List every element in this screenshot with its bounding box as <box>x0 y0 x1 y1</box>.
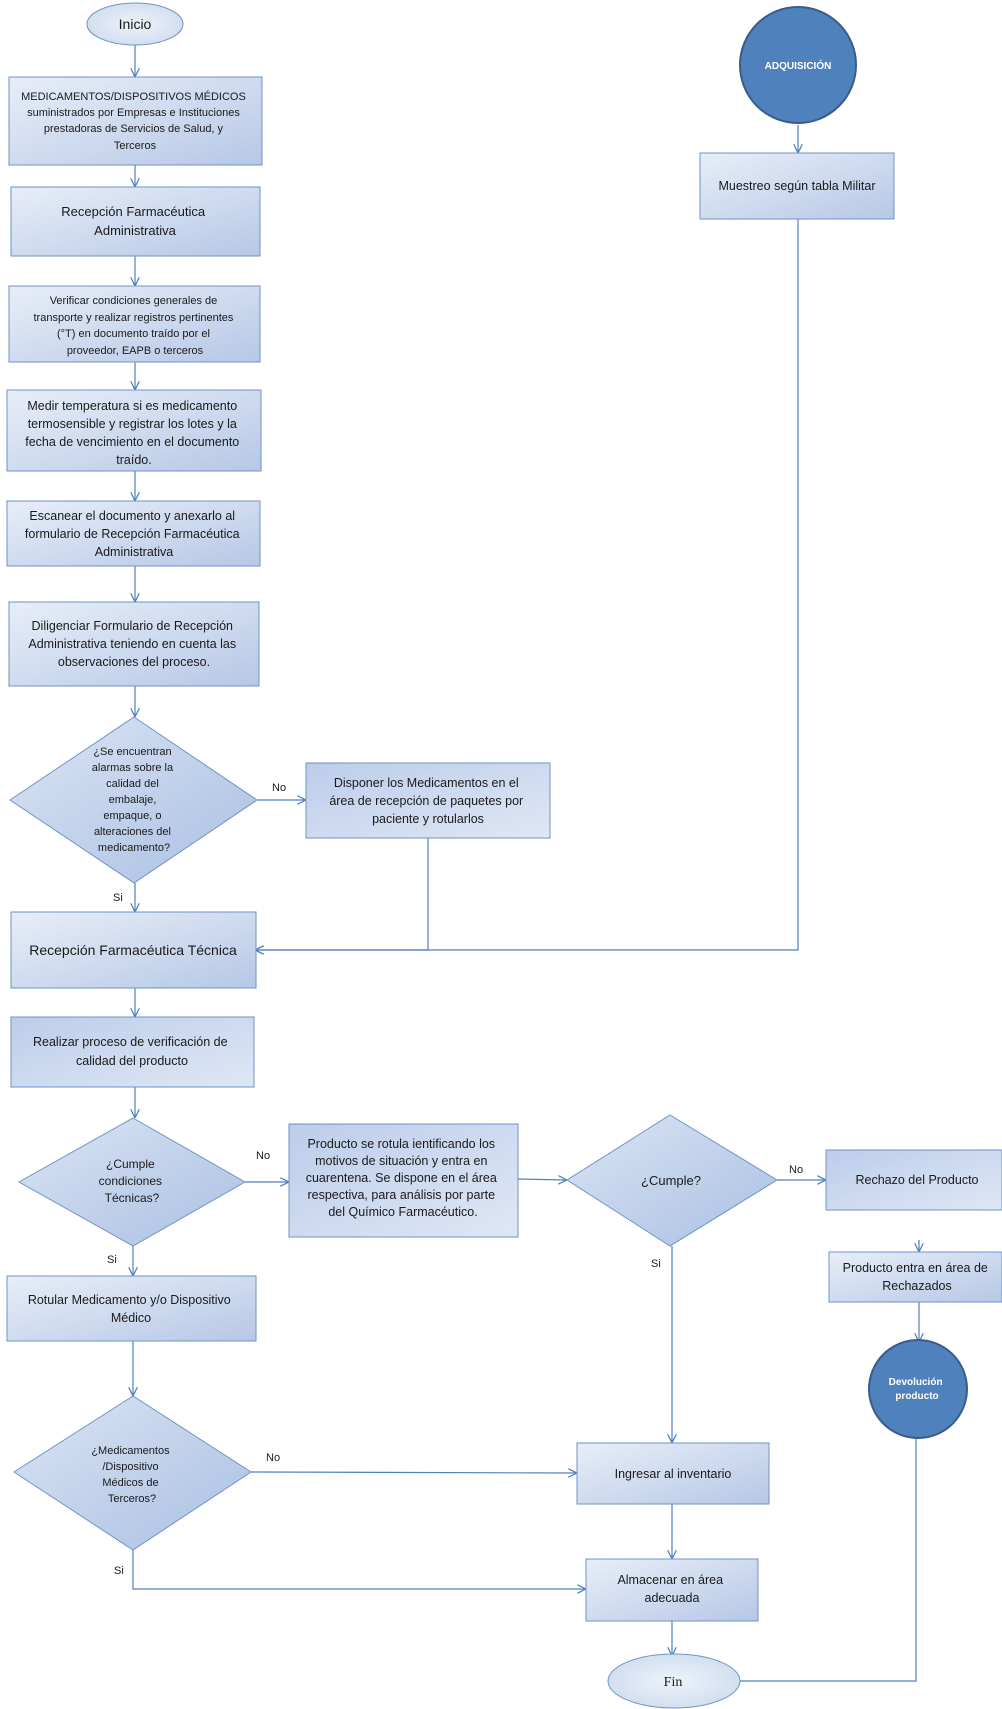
process-box-rechazo-producto[interactable] <box>825 1149 1002 1211</box>
shapes <box>6 2 1002 1709</box>
node-labels: Inicio MEDICAMENTOS/DISPOSITIVOS MÉDICOS… <box>21 16 992 1690</box>
process-box-cuarentena[interactable] <box>288 1123 519 1238</box>
label-d1-no: No <box>272 782 286 794</box>
process-box-almacenar[interactable] <box>585 1558 759 1622</box>
label-d3-si: Si <box>651 1258 661 1270</box>
label-d1-si: Si <box>113 892 123 904</box>
label-inicio: Inicio <box>119 16 152 32</box>
label-medir-temperatura: Medir temperatura si es medicamento term… <box>25 399 243 467</box>
label-verificacion-calidad: Realizar proceso de verificación de cali… <box>33 1035 231 1068</box>
edge-d4-n15-si <box>132 1550 585 1589</box>
edge-dev-fin <box>707 1438 917 1681</box>
process-box-suministro[interactable] <box>8 76 263 166</box>
process-box-diligenciar-formulario[interactable] <box>8 601 260 687</box>
label-escanear-documento: Escanear el documento y anexarlo al form… <box>25 509 243 559</box>
process-box-muestreo[interactable] <box>699 152 895 220</box>
label-devolucion-producto: Devolución producto <box>889 1377 946 1402</box>
label-d4-no: No <box>266 1452 280 1464</box>
edge-n10-d3 <box>517 1179 566 1180</box>
process-box-area-rechazados[interactable] <box>828 1251 1002 1303</box>
edge-d4-n14-no <box>250 1472 576 1473</box>
process-box-medir-temperatura[interactable] <box>6 389 262 472</box>
process-box-disponer-medicamentos[interactable] <box>305 762 551 839</box>
label-area-rechazados: Producto entra en área de Rechazados <box>843 1261 992 1293</box>
label-d2-si: Si <box>107 1254 117 1266</box>
edge-n7-n8 <box>256 838 429 950</box>
decision-cumple[interactable] <box>566 1114 778 1247</box>
label-fin: Fin <box>664 1675 683 1690</box>
label-medicamentos-terceros: ¿Medicamentos /Dispositivo Médicos de Te… <box>91 1445 172 1505</box>
process-box-escanear-documento[interactable] <box>6 500 261 567</box>
connectors <box>133 44 919 1681</box>
label-d4-si: Si <box>114 1565 124 1577</box>
label-d2-no: No <box>256 1150 270 1162</box>
label-disponer-medicamentos: Disponer los Medicamentos en el área de … <box>329 776 526 826</box>
label-alarmas-calidad: ¿Se encuentran alarmas sobre la calidad … <box>92 746 176 854</box>
label-rotular-medicamento: Rotular Medicamento y/o Dispositivo Médi… <box>28 1293 234 1325</box>
decision-alarmas-calidad[interactable] <box>9 716 258 884</box>
edge-n16-n8 <box>256 219 799 950</box>
label-cuarentena: Producto se rotula ientificando los moti… <box>306 1137 501 1219</box>
process-box-recepcion-tecnica[interactable] <box>10 911 257 989</box>
label-muestreo: Muestreo según tabla Militar <box>718 179 875 193</box>
event-devolucion-producto[interactable] <box>868 1339 968 1439</box>
label-ingresar-inventario: Ingresar al inventario <box>615 1467 732 1481</box>
process-box-ingresar-inventario[interactable] <box>576 1442 770 1505</box>
decision-medicamentos-terceros[interactable] <box>13 1395 252 1551</box>
label-verificar-transporte: Verificar condiciones generales de trans… <box>34 295 237 357</box>
process-box-recepcion-administrativa[interactable] <box>10 186 261 257</box>
label-recepcion-administrativa: Recepción Farmacéutica Administrativa <box>61 204 208 238</box>
start-terminator[interactable] <box>86 2 184 46</box>
label-recepcion-tecnica: Recepción Farmacéutica Técnica <box>29 942 237 958</box>
label-cumple: ¿Cumple? <box>641 1173 701 1188</box>
process-box-verificacion-calidad[interactable] <box>10 1016 255 1088</box>
label-suministro: MEDICAMENTOS/DISPOSITIVOS MÉDICOS sumini… <box>21 90 249 152</box>
end-terminator[interactable] <box>607 1653 741 1709</box>
label-d3-no: No <box>789 1164 803 1176</box>
label-diligenciar-formulario: Diligenciar Formulario de Recepción Admi… <box>28 619 239 669</box>
decision-cumple-condiciones-tecnicas[interactable] <box>17 1117 247 1247</box>
label-cumple-condiciones-tecnicas: ¿Cumple condiciones Técnicas? <box>99 1157 166 1205</box>
event-adquisicion[interactable] <box>739 6 857 124</box>
label-almacenar: Almacenar en área adecuada <box>617 1573 726 1605</box>
edge-labels: No Si No Si No Si No Si <box>107 782 803 1577</box>
process-box-rotular-medicamento[interactable] <box>6 1275 257 1342</box>
process-box-verificar-transporte[interactable] <box>8 285 261 363</box>
label-rechazo-producto: Rechazo del Producto <box>856 1173 979 1187</box>
label-adquisicion: ADQUISICIÓN <box>765 59 832 72</box>
